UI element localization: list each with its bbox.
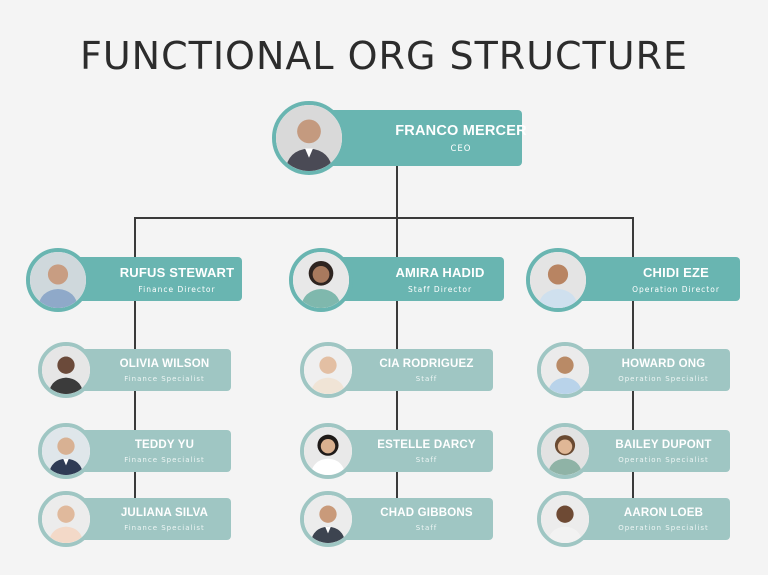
member-role: Operation Specialist [618,455,709,464]
director-card-staff: AMIRA HADID Staff Director [326,257,504,301]
ceo-role: CEO [450,143,472,154]
member-avatar [300,342,356,398]
member-avatar [38,423,94,479]
connector-right-down [632,217,634,257]
director-role: Staff Director [407,284,473,294]
member-card: BAILEY DUPONT Operation Specialist [567,430,730,472]
director-card-operations: CHIDI EZE Operation Director [562,257,740,301]
member-avatar [537,342,593,398]
member-card: JULIANA SILVA Finance Specialist [68,498,231,540]
member-avatar [537,423,593,479]
person-icon [541,346,589,394]
member-role: Staff [415,374,438,383]
member-name: TEDDY YU [134,438,195,451]
connector-ceo-down [396,166,398,218]
member-role: Staff [415,523,438,532]
ceo-avatar [272,101,346,175]
page-title: FUNCTIONAL ORG STRUCTURE [80,34,688,78]
member-name: BAILEY DUPONT [615,438,712,451]
person-icon [42,346,90,394]
director-name: AMIRA HADID [395,264,485,280]
member-card: ESTELLE DARCY Staff [330,430,493,472]
director-role: Finance Director [138,284,216,294]
member-card: AARON LOEB Operation Specialist [567,498,730,540]
member-name: HOWARD ONG [621,357,706,370]
member-avatar [38,342,94,398]
person-icon [541,427,589,475]
person-icon [530,252,586,308]
member-card: TEDDY YU Finance Specialist [68,430,231,472]
connector-middle-column [396,300,398,520]
member-name: CHAD GIBBONS [380,506,473,519]
member-name: CIA RODRIGUEZ [379,357,474,370]
director-name: CHIDI EZE [642,264,710,280]
member-card: CHAD GIBBONS Staff [330,498,493,540]
member-name: AARON LOEB [623,506,704,519]
person-icon [42,427,90,475]
director-role: Operation Director [632,284,720,294]
director-avatar [289,248,353,312]
member-avatar [537,491,593,547]
person-icon [304,346,352,394]
member-card: OLIVIA WILSON Finance Specialist [68,349,231,391]
member-role: Operation Specialist [618,523,709,532]
person-icon [541,495,589,543]
director-name: RUFUS STEWART [119,264,235,280]
member-card: HOWARD ONG Operation Specialist [567,349,730,391]
connector-right-column [632,300,634,520]
member-avatar [38,491,94,547]
person-icon [304,495,352,543]
member-role: Finance Specialist [124,455,205,464]
member-card: CIA RODRIGUEZ Staff [330,349,493,391]
director-avatar [26,248,90,312]
member-name: JULIANA SILVA [120,506,209,519]
person-icon [293,252,349,308]
connector-left-column [134,300,136,520]
member-role: Operation Specialist [618,374,709,383]
director-card-finance: RUFUS STEWART Finance Director [62,257,242,301]
ceo-name: FRANCO MERCER [395,122,527,139]
member-avatar [300,423,356,479]
person-icon [304,427,352,475]
member-name: ESTELLE DARCY [377,438,476,451]
connector-left-down [134,217,136,257]
member-name: OLIVIA WILSON [119,357,210,370]
director-avatar [526,248,590,312]
connector-middle-down [396,217,398,257]
member-avatar [300,491,356,547]
person-icon [276,105,342,171]
member-role: Staff [415,455,438,464]
connector-horizontal [134,217,634,219]
person-icon [30,252,86,308]
member-role: Finance Specialist [124,374,205,383]
person-icon [42,495,90,543]
member-role: Finance Specialist [124,523,205,532]
